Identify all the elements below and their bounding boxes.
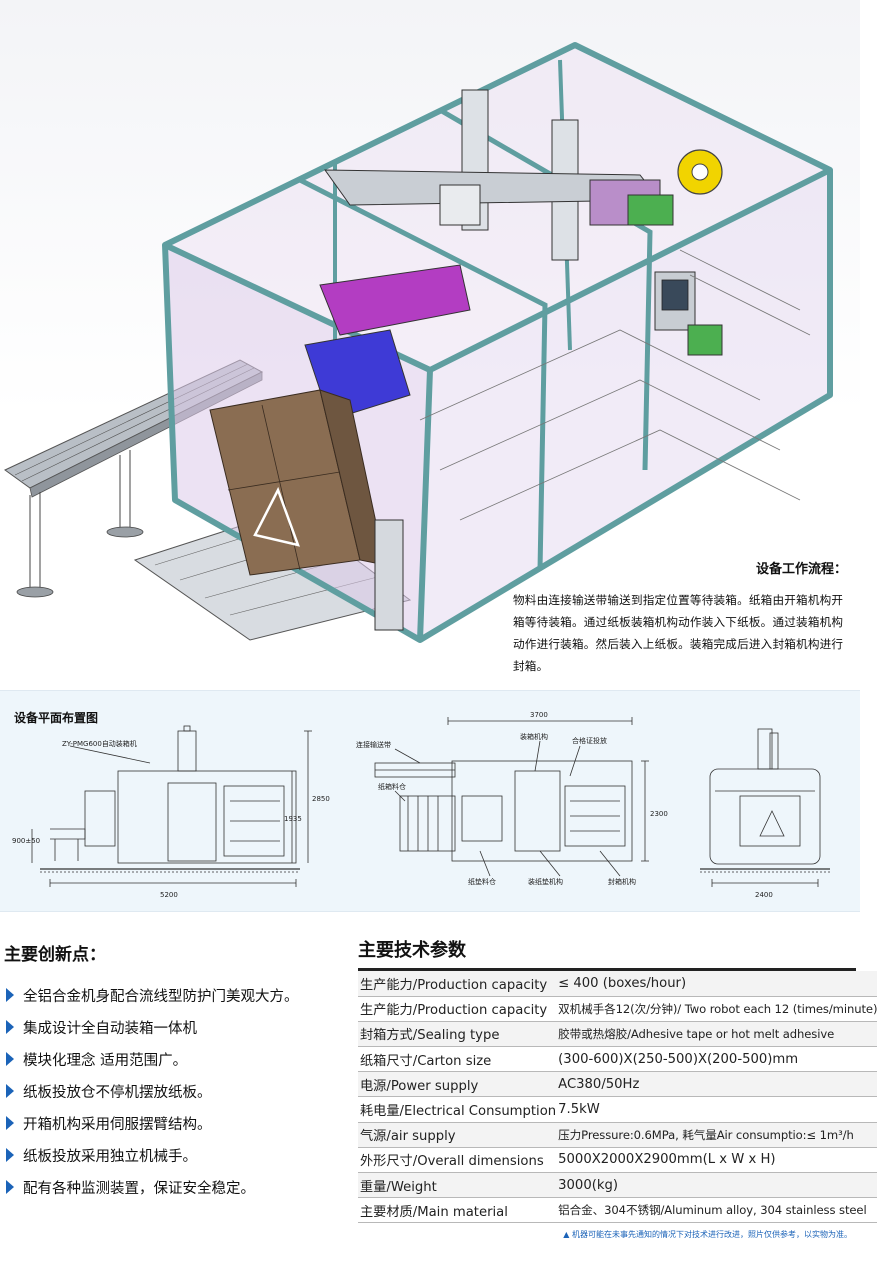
warning-triangle-icon: ▲ <box>563 1230 570 1240</box>
spec-key: 主要材质/Main material <box>358 1197 557 1224</box>
layout-title: 设备平面布置图 <box>14 711 99 725</box>
layout-drawings: ZY-PMG600自动装箱机 5200 2850 1935 900±50 <box>12 711 830 899</box>
gantry-robots <box>324 89 723 261</box>
triangle-bullet-icon <box>6 988 14 1002</box>
machine-illustration <box>4 42 833 643</box>
list-item-text: 集成设计全自动装箱一体机 <box>23 1020 197 1037</box>
spec-key: 外形尺寸/Overall dimensions <box>358 1147 557 1174</box>
label-boxing-unit: 装箱机构 <box>520 732 548 741</box>
list-item-text: 开箱机构采用伺服摆臂结构。 <box>23 1116 212 1133</box>
label-board-bin: 纸垫料仓 <box>468 877 496 886</box>
process-title: 设备工作流程： <box>755 562 847 577</box>
spec-key: 电源/Power supply <box>358 1071 557 1098</box>
spec-value: 7.5kW <box>556 1096 877 1123</box>
list-item-text: 纸板投放采用独立机械手。 <box>23 1148 197 1165</box>
label-board-unit: 装纸垫机构 <box>528 877 563 886</box>
label-sealing-unit: 封箱机构 <box>608 877 636 886</box>
innovations-section: 主要创新点： 全铝合金机身配合流线型防护门美观大方。 集成设计全自动装箱一体机 … <box>0 940 350 1203</box>
label-carton-bin: 纸箱料仓 <box>378 782 406 791</box>
process-description: 设备工作流程： 物料由连接输送带输送到指定位置等待装箱。纸箱由开箱机构开箱等待装… <box>513 558 853 677</box>
dim-left-height: 2850 <box>312 795 330 803</box>
list-item: 模块化理念 适用范围广。 <box>0 1043 350 1075</box>
top-view-drawing <box>374 717 649 877</box>
dim-mid-depth: 2300 <box>650 810 668 818</box>
specs-title: 主要技术参数 <box>358 940 466 961</box>
specs-table: 生产能力/Production capacity≤ 400 (boxes/hou… <box>358 971 877 1224</box>
footnote-text: 机器可能在未事先通知的情况下对技术进行改进，照片仅供参考，以实物为准。 <box>572 1230 852 1240</box>
control-panel <box>654 271 723 356</box>
triangle-bullet-icon <box>6 1180 14 1194</box>
innovations-title: 主要创新点： <box>4 945 106 965</box>
hero-section: 设备工作流程： 物料由连接输送带输送到指定位置等待装箱。纸箱由开箱机构开箱等待装… <box>0 0 860 690</box>
spec-key: 气源/air supply <box>358 1122 557 1148</box>
triangle-bullet-icon <box>6 1116 14 1130</box>
layout-section: 设备平面布置图 ZY-PMG600 <box>0 690 860 912</box>
side-view-drawing <box>700 728 830 887</box>
spec-value: 胶带或热熔胶/Adhesive tape or hot melt adhesiv… <box>556 1021 877 1048</box>
dim-left-width: 5200 <box>160 891 178 899</box>
spec-key: 纸箱尺寸/Carton size <box>358 1046 557 1073</box>
label-conveyor: 连接输送带 <box>356 740 391 749</box>
spec-value: 铝合金、304不锈钢/Aluminum alloy, 304 stainless… <box>556 1197 877 1224</box>
list-item-text: 模块化理念 适用范围广。 <box>23 1052 188 1069</box>
list-item: 全铝合金机身配合流线型防护门美观大方。 <box>0 979 350 1011</box>
label-qualified-out: 合格证投放 <box>572 736 607 745</box>
dim-left-side: 900±50 <box>12 837 40 845</box>
spec-value: 3000(kg) <box>556 1172 877 1199</box>
spec-value: 双机械手各12(次/分钟)/ Two robot each 12 (times/… <box>556 996 877 1022</box>
list-item: 集成设计全自动装箱一体机 <box>0 1011 350 1043</box>
spec-value: 压力Pressure:0.6MPa, 耗气量Air consumptio:≤ 1… <box>556 1122 877 1148</box>
spec-value: ≤ 400 (boxes/hour) <box>556 971 877 997</box>
model-label: ZY-PMG600自动装箱机 <box>62 739 137 748</box>
dim-left-inner: 1935 <box>284 815 302 823</box>
spec-key: 封箱方式/Sealing type <box>358 1021 557 1048</box>
footnote: ▲ 机器可能在未事先通知的情况下对技术进行改进，照片仅供参考，以实物为准。 <box>358 1229 856 1240</box>
spec-key: 重量/Weight <box>358 1172 557 1199</box>
spec-key: 生产能力/Production capacity <box>358 971 557 997</box>
specs-divider <box>358 968 856 971</box>
list-item: 纸板投放采用独立机械手。 <box>0 1139 350 1171</box>
list-item: 配有各种监测装置，保证安全稳定。 <box>0 1171 350 1203</box>
front-view-drawing <box>31 725 312 887</box>
triangle-bullet-icon <box>6 1020 14 1034</box>
table-row: 生产能力/Production capacity≤ 400 (boxes/hou… <box>358 971 877 997</box>
list-item-text: 配有各种监测装置，保证安全稳定。 <box>23 1180 255 1197</box>
table-row: 纸箱尺寸/Carton size(300-600)X(250-500)X(200… <box>358 1046 877 1073</box>
carton-stack <box>209 389 404 631</box>
inner-frame <box>419 249 811 521</box>
list-item-text: 全铝合金机身配合流线型防护门美观大方。 <box>23 988 299 1005</box>
spec-key: 生产能力/Production capacity <box>358 996 557 1022</box>
dim-right-width: 2400 <box>755 891 773 899</box>
triangle-bullet-icon <box>6 1148 14 1162</box>
list-item: 纸板投放仓不停机摆放纸板。 <box>0 1075 350 1107</box>
spec-value: AC380/50Hz <box>556 1071 877 1098</box>
spec-value: (300-600)X(250-500)X(200-500)mm <box>556 1046 877 1073</box>
list-item: 开箱机构采用伺服摆臂结构。 <box>0 1107 350 1139</box>
specs-section: 主要技术参数 生产能力/Production capacity≤ 400 (bo… <box>358 936 877 1240</box>
spec-key: 耗电量/Electrical Consumption <box>358 1096 557 1123</box>
process-text: 物料由连接输送带输送到指定位置等待装箱。纸箱由开箱机构开箱等待装箱。通过纸板装箱… <box>513 593 844 673</box>
triangle-bullet-icon <box>6 1052 14 1066</box>
dim-mid-width: 3700 <box>530 711 548 719</box>
innovations-list: 全铝合金机身配合流线型防护门美观大方。 集成设计全自动装箱一体机 模块化理念 适… <box>0 979 350 1203</box>
list-item-text: 纸板投放仓不停机摆放纸板。 <box>23 1084 212 1101</box>
spec-value: 5000X2000X2900mm(L x W x H) <box>556 1147 877 1174</box>
triangle-bullet-icon <box>6 1084 14 1098</box>
